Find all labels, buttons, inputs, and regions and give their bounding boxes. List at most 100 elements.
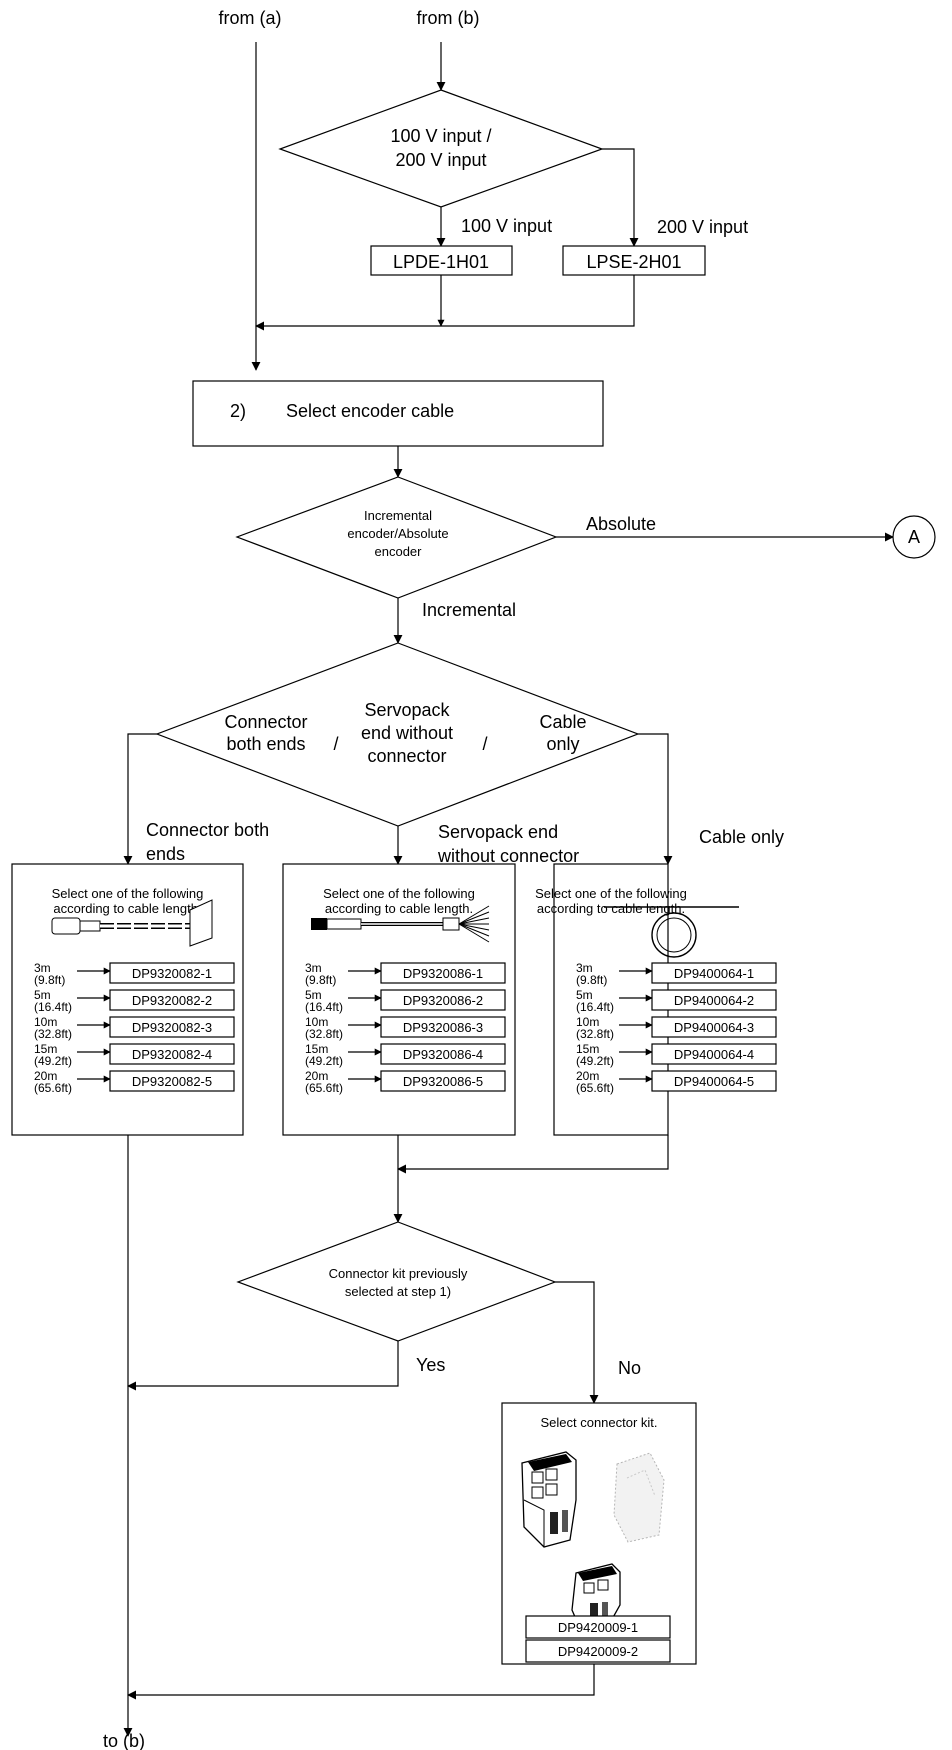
cable-length-ft-label: (49.2ft): [576, 1054, 614, 1068]
connector-a-label: A: [908, 527, 920, 547]
part-lpde-box: [370, 245, 513, 276]
branch3-label: Cable only: [699, 827, 784, 847]
yes-line: [127, 1341, 399, 1391]
branch1-label-line1: Connector both: [146, 820, 269, 840]
cable-length-ft-label: (9.8ft): [34, 973, 65, 987]
cable-opt1-line1: Connector: [224, 712, 307, 732]
panel-instruction-line2: according to cable length.: [325, 901, 473, 916]
cable-length-label: 20m: [576, 1069, 599, 1083]
to-b-label: to (b): [103, 1731, 145, 1750]
part-lpse-label: LPSE-2H01: [586, 252, 681, 272]
cable-length-ft-label: (16.4ft): [576, 1000, 614, 1014]
cable-opt3-line2: only: [546, 734, 579, 754]
part-number-box: [651, 1070, 777, 1092]
part-lpde-label: LPDE-1H01: [393, 252, 489, 272]
step2-number: 2): [230, 401, 246, 421]
cable-length-label: 10m: [576, 1015, 599, 1029]
part-number: DP9400064-5: [674, 1074, 754, 1089]
part-number-box: [380, 1016, 506, 1038]
cable-connector-both-ends-image: [51, 899, 213, 947]
part-number-box: [380, 989, 506, 1011]
part-number-box: [651, 962, 777, 984]
part-number: DP9320082-5: [132, 1074, 212, 1089]
absolute-label: Absolute: [586, 514, 656, 534]
cable-sep1: /: [333, 734, 338, 754]
cable-length-ft-label: (65.6ft): [305, 1081, 343, 1095]
encoder-decision-line1: Incremental: [364, 508, 432, 523]
cable-length-ft-label: (32.8ft): [34, 1027, 72, 1041]
cable-length-label: 10m: [305, 1015, 328, 1029]
part-number-box: [109, 1016, 235, 1038]
connector-kit-decision: [236, 1221, 557, 1342]
cable-opt2-line3: connector: [367, 746, 446, 766]
part-number: DP9320082-3: [132, 1020, 212, 1035]
part-number: DP9400064-3: [674, 1020, 754, 1035]
panel-instruction-line1: Select one of the following: [52, 886, 204, 901]
part-number-box: [651, 1043, 777, 1065]
cable-length-ft-label: (32.8ft): [305, 1027, 343, 1041]
cable-length-ft-label: (16.4ft): [34, 1000, 72, 1014]
merge-line-top: [255, 275, 635, 331]
part-number-box: [109, 1043, 235, 1065]
cable-length-ft-label: (16.4ft): [305, 1000, 343, 1014]
cable-length-label: 20m: [34, 1069, 57, 1083]
branch-200v-label: 200 V input: [657, 217, 748, 237]
part-number-box: [380, 962, 506, 984]
no-arrow: [555, 1281, 599, 1404]
part-number: DP9320086-3: [403, 1020, 483, 1035]
kit-part-2: DP9420009-2: [558, 1644, 638, 1659]
cable-one-end-connector-image: [311, 905, 490, 943]
no-label: No: [618, 1358, 641, 1378]
part-lpse-box: [562, 245, 706, 276]
cable-length-label: 5m: [305, 988, 322, 1002]
part-number: DP9320082-1: [132, 966, 212, 981]
cable-length-ft-label: (49.2ft): [34, 1054, 72, 1068]
kit-part-box-1: [525, 1615, 671, 1639]
cable-length-label: 15m: [34, 1042, 57, 1056]
cable-length-label: 10m: [34, 1015, 57, 1029]
part-number-box: [380, 1043, 506, 1065]
cable-length-ft-label: (9.8ft): [305, 973, 336, 987]
part-number: DP9320086-5: [403, 1074, 483, 1089]
branch2-label-line1: Servopack end: [438, 822, 558, 842]
part-number: DP9320086-2: [403, 993, 483, 1008]
cable-sep2: /: [482, 734, 487, 754]
from-b-label: from (b): [417, 8, 480, 28]
panel-instruction-line1: Select one of the following: [323, 886, 475, 901]
kit-part-box-2: [525, 1639, 671, 1663]
part-number: DP9400064-2: [674, 993, 754, 1008]
cable-length-label: 20m: [305, 1069, 328, 1083]
branch3-arrow: [638, 733, 673, 865]
encoder-decision-line3: encoder: [375, 544, 423, 559]
input-voltage-decision: [278, 89, 604, 208]
connector-a-circle: [892, 515, 936, 559]
from-a-label: from (a): [219, 8, 282, 28]
step2-title: Select encoder cable: [286, 401, 454, 421]
kit-decision-line1: Connector kit previously: [329, 1266, 468, 1281]
part-number-box: [109, 1070, 235, 1092]
incremental-label: Incremental: [422, 600, 516, 620]
kit-decision-line2: selected at step 1): [345, 1284, 451, 1299]
cable-length-label: 3m: [576, 961, 593, 975]
branch2-label-line2: without connector: [437, 846, 579, 866]
part-number: DP9400064-4: [674, 1047, 754, 1062]
cable-opt1-line2: both ends: [226, 734, 305, 754]
input-decision-line2: 200 V input: [395, 150, 486, 170]
connector-kit-image: [521, 1451, 665, 1634]
cable-length-label: 3m: [34, 961, 51, 975]
panel-instruction-line1: Select one of the following: [535, 886, 687, 901]
cable-length-label: 5m: [34, 988, 51, 1002]
cable-length-label: 15m: [576, 1042, 599, 1056]
part-number-box: [651, 989, 777, 1011]
kit-return-line: [127, 1664, 595, 1700]
part-number-box: [109, 989, 235, 1011]
part-number-box: [651, 1016, 777, 1038]
connector-kit-title: Select connector kit.: [540, 1415, 657, 1430]
branch1-arrow: [123, 733, 157, 865]
cable-opt2-line1: Servopack: [364, 700, 450, 720]
panel-instruction-line2: according to cable length.: [537, 901, 685, 916]
